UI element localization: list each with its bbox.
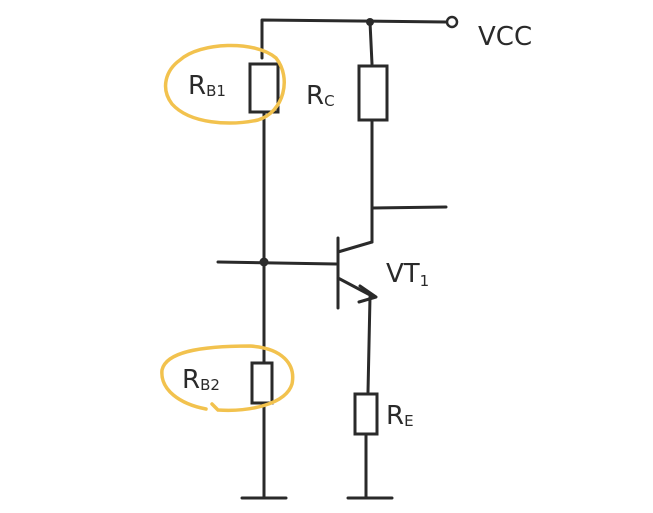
resistor-re [353,392,379,436]
rb1-highlight-outline [163,43,286,125]
vcc-rail [260,18,448,60]
emitter-arrow-icon [357,284,378,304]
re-label: RE [386,401,414,431]
rc-label: RC [306,81,335,111]
emitter-wire [366,295,372,394]
vt1-label: VT1 [386,259,429,290]
junction-base [259,257,269,267]
resistor-rc [357,64,389,122]
rb2-label: RB2 [182,365,220,395]
vcc-terminal [445,15,459,29]
transistor-collector-leg [336,240,374,254]
base-input-line [216,260,338,266]
rc-top-wire [368,20,374,66]
vcc-label: VCC [478,22,532,52]
output-line [370,205,448,210]
resistor-rb2 [250,361,274,405]
transistor-emitter-leg [336,276,374,298]
rb1-label: RB1 [188,71,226,101]
rb2-highlight-outline [160,344,295,413]
resistor-rb1 [248,62,280,114]
